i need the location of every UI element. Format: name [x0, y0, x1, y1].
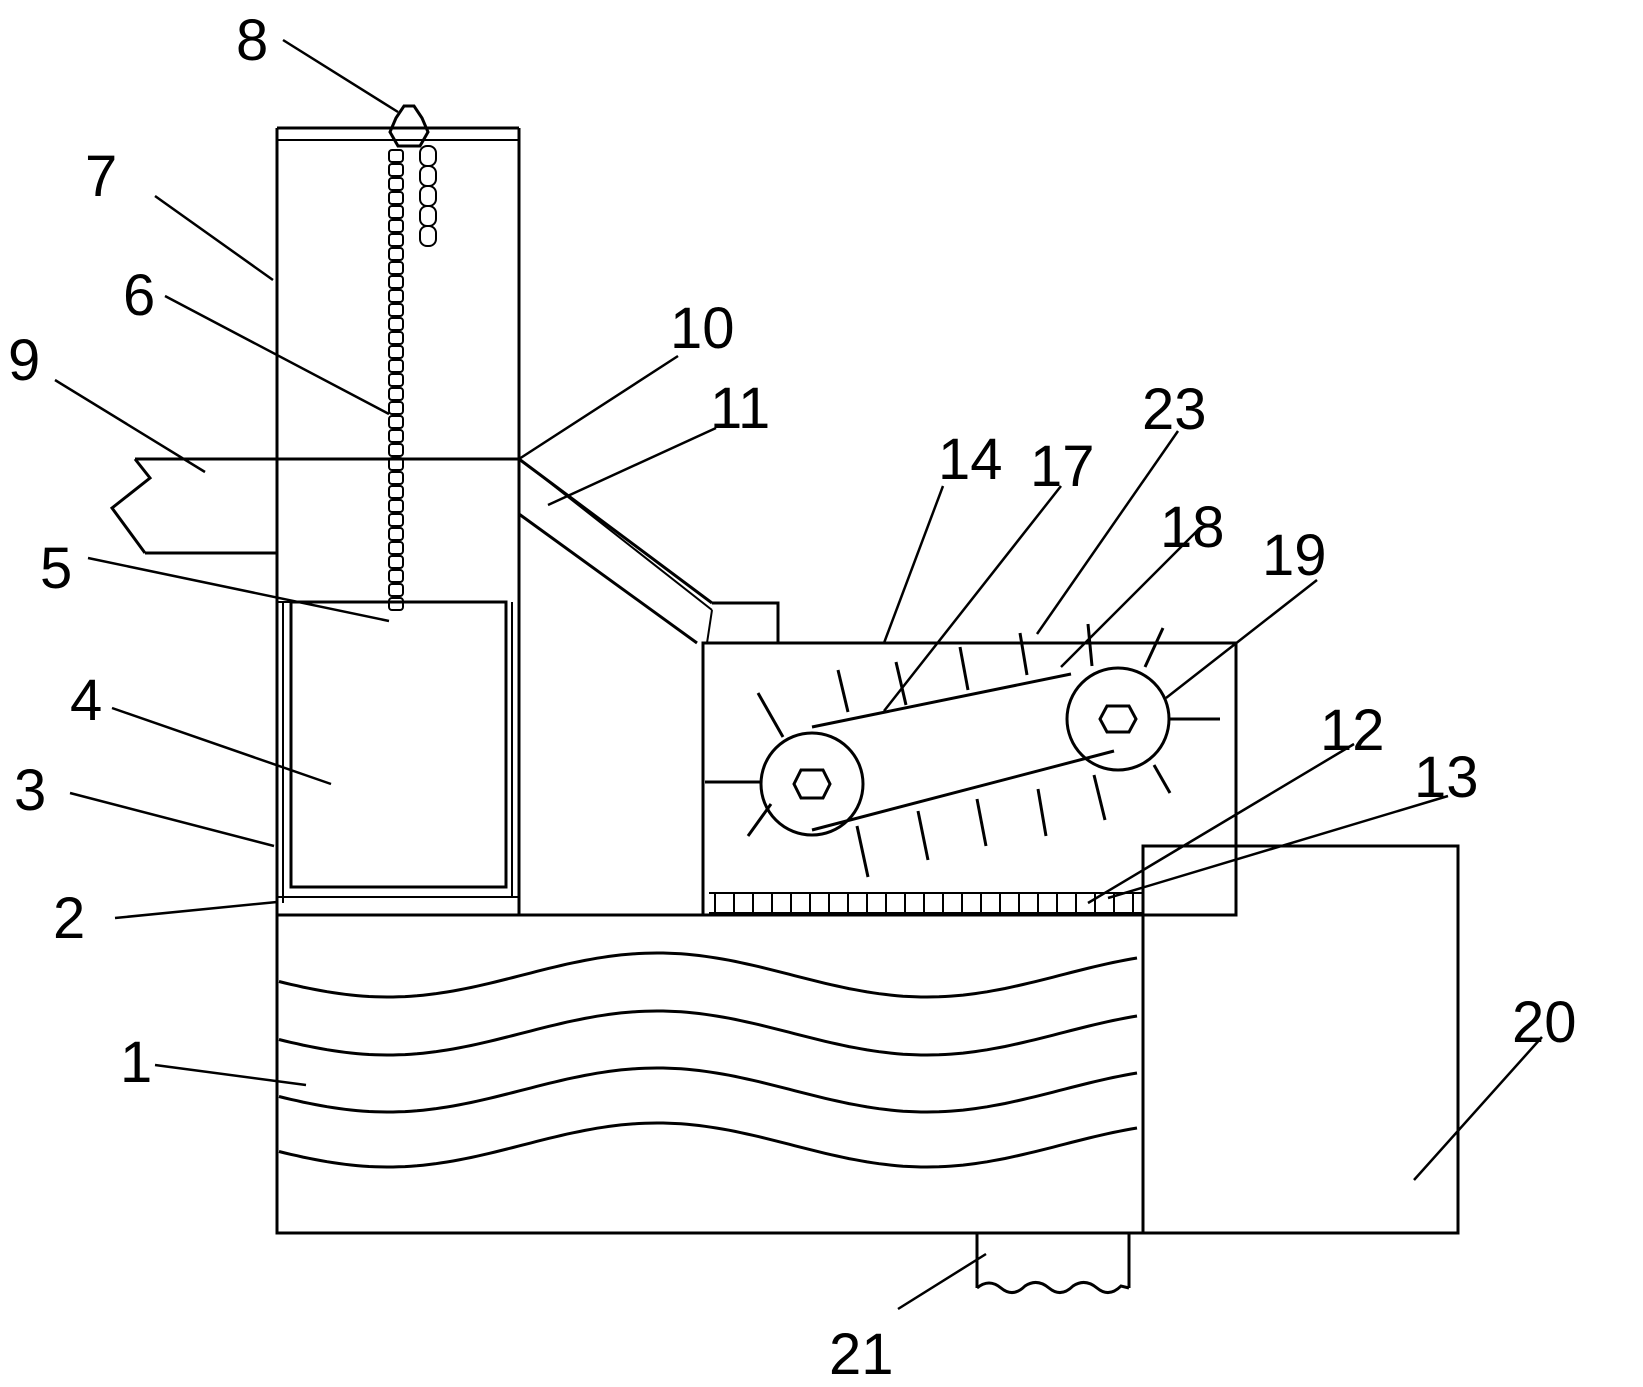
chain-link: [388, 219, 404, 233]
chain-link: [388, 569, 404, 583]
wave-line: [278, 1121, 1138, 1169]
label-13: 13: [1414, 745, 1479, 810]
drain-pipe: [975, 1233, 1131, 1294]
side-box: [1141, 844, 1460, 1235]
chain-link: [388, 513, 404, 527]
chain-link: [419, 205, 437, 227]
chain-link: [388, 303, 404, 317]
label-20: 20: [1512, 990, 1577, 1055]
crushing-spikes: [705, 623, 1220, 878]
water-waves: [278, 951, 1138, 1169]
label-1: 1: [120, 1030, 152, 1095]
crushing-box: [701, 641, 1238, 917]
tall-column: [275, 126, 521, 915]
chain-link: [388, 317, 404, 331]
chain-link: [419, 225, 437, 247]
chain-link: [388, 429, 404, 443]
chain-link: [388, 597, 404, 611]
label-5: 5: [40, 536, 72, 601]
wave-line: [278, 1009, 1138, 1057]
wave-line: [278, 1066, 1138, 1114]
chain-link: [388, 387, 404, 401]
chain-link: [388, 149, 404, 163]
chain-link: [388, 471, 404, 485]
chain-link: [388, 345, 404, 359]
roller-left: [759, 731, 865, 837]
spike: [855, 825, 870, 878]
bottom-plate: [277, 896, 519, 903]
spike: [1086, 623, 1094, 667]
label-6: 6: [123, 263, 155, 328]
label-17: 17: [1030, 434, 1095, 499]
chain-link: [388, 373, 404, 387]
chain-link: [388, 247, 404, 261]
chain-link: [388, 163, 404, 177]
chain-link: [388, 457, 404, 471]
conveyor-belt: [811, 672, 1115, 832]
chain-link: [388, 205, 404, 219]
lifting-chain: [388, 149, 404, 611]
chain-link: [388, 261, 404, 275]
chain-link: [388, 289, 404, 303]
part-labels: 1 2 3 4 5 6 7 8 9 10 11 12 13 14 17 18 1…: [8, 8, 1577, 1387]
chain-link: [388, 485, 404, 499]
label-23: 23: [1142, 377, 1207, 442]
sprocket: [388, 104, 430, 148]
chain-link: [388, 415, 404, 429]
chain-link: [388, 401, 404, 415]
hanging-chain: [419, 145, 437, 247]
label-21: 21: [829, 1322, 894, 1387]
chain-link: [388, 541, 404, 555]
chain-link: [388, 359, 404, 373]
label-3: 3: [14, 758, 46, 823]
label-19: 19: [1262, 523, 1327, 588]
chute: [518, 457, 780, 645]
spike: [1143, 627, 1165, 668]
lifting-block: [277, 600, 513, 897]
chain-link: [388, 191, 404, 205]
label-2: 2: [53, 886, 85, 951]
water-tank-body: [275, 913, 1145, 1235]
label-4: 4: [70, 668, 102, 733]
chain-link: [419, 145, 437, 167]
spike: [756, 692, 785, 738]
feed-tray: [109, 457, 519, 555]
spike: [836, 669, 850, 713]
chain-link: [419, 165, 437, 187]
chain-link: [388, 275, 404, 289]
chain-link: [388, 177, 404, 191]
spike: [916, 810, 930, 861]
spike: [1152, 764, 1172, 794]
roller-right: [1065, 666, 1171, 772]
spike: [1036, 788, 1048, 837]
label-10: 10: [670, 296, 735, 361]
chain-link: [388, 443, 404, 457]
screen-mesh: [709, 892, 1143, 914]
spike: [958, 646, 970, 691]
label-9: 9: [8, 328, 40, 393]
chain-link: [419, 185, 437, 207]
label-12: 12: [1320, 698, 1385, 763]
spike: [975, 798, 988, 847]
label-7: 7: [85, 144, 117, 209]
chain-link: [388, 233, 404, 247]
label-8: 8: [236, 8, 268, 73]
wave-line: [278, 951, 1138, 999]
chain-link: [388, 555, 404, 569]
chain-link: [388, 331, 404, 345]
label-14: 14: [938, 427, 1003, 492]
label-11: 11: [710, 376, 770, 441]
spike: [894, 661, 908, 706]
leader-lines: [54, 38, 1543, 1311]
chain-link: [388, 527, 404, 541]
chain-link: [388, 499, 404, 513]
spike: [1018, 632, 1029, 676]
chain-link: [388, 583, 404, 597]
spike: [1092, 774, 1107, 821]
label-18: 18: [1160, 495, 1225, 560]
